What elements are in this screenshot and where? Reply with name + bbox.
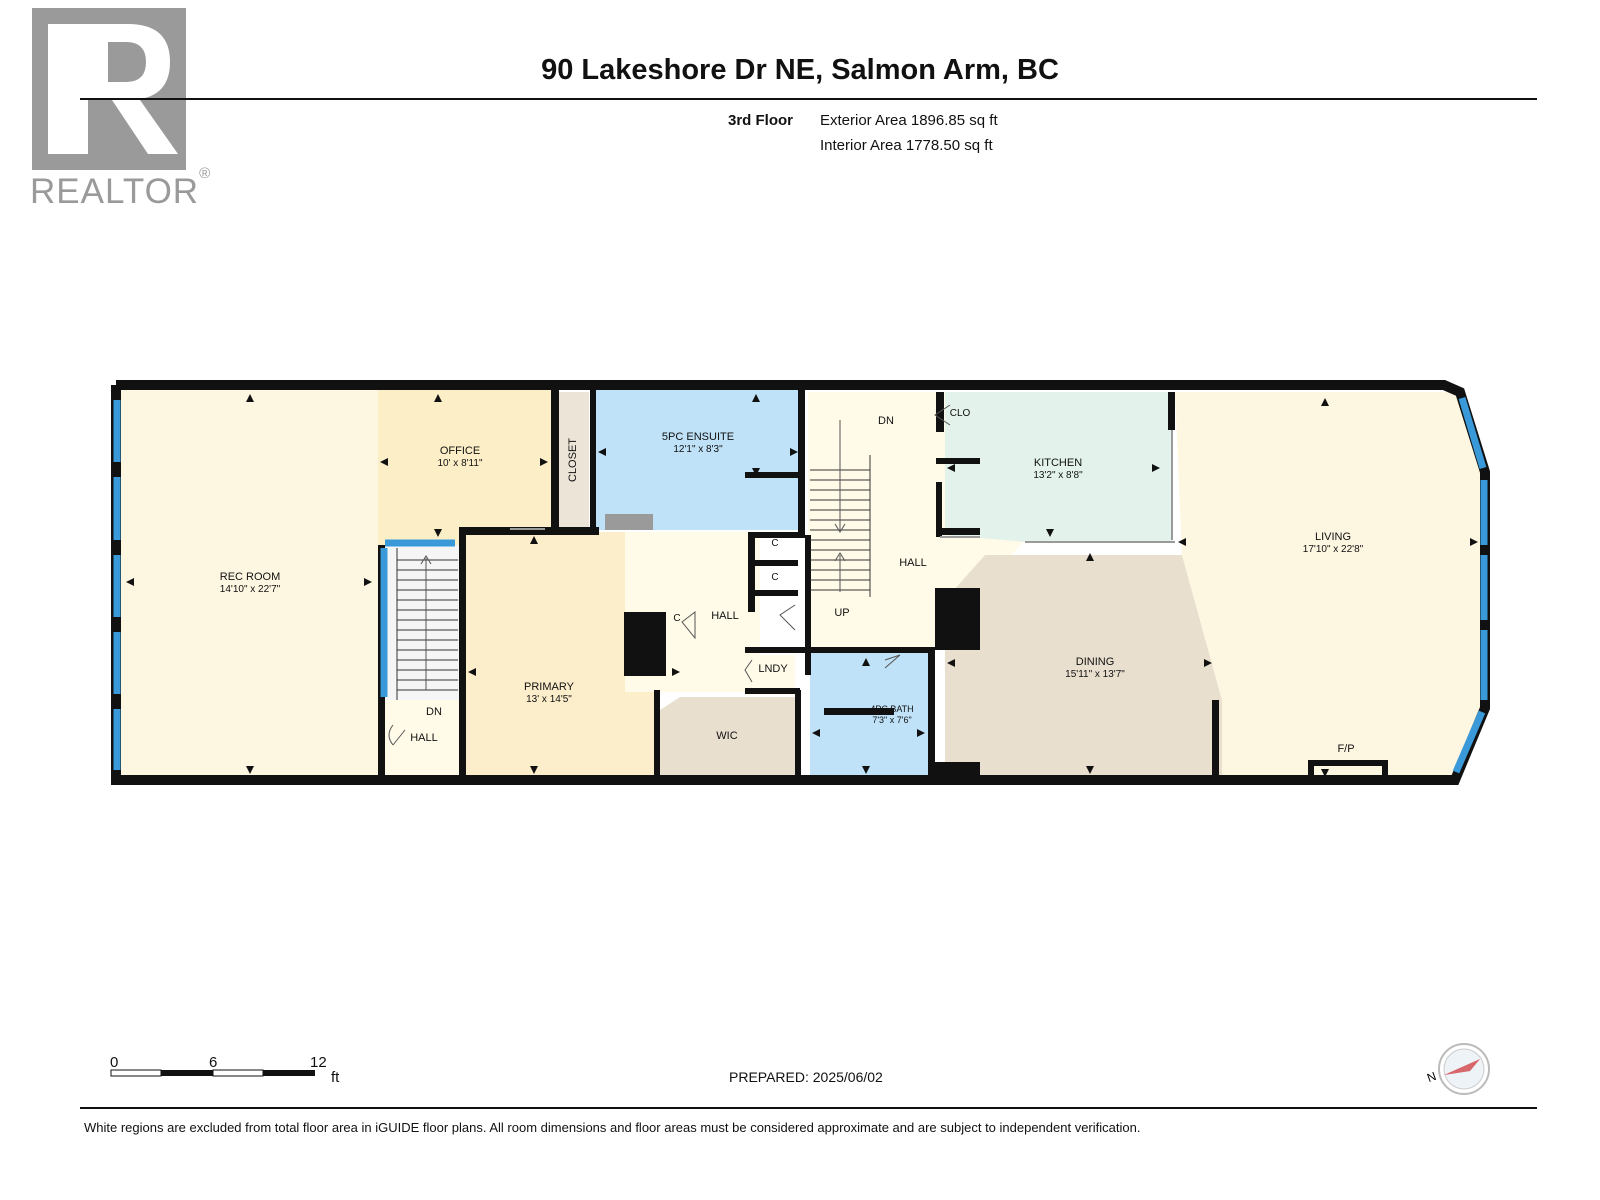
floor-name: 3rd Floor — [728, 112, 794, 129]
exterior-area: Exterior Area 1896.85 sq ft — [820, 112, 998, 129]
wic-area — [660, 697, 795, 780]
closet-c3-name: C — [673, 613, 680, 624]
stair-left-dn: DN — [426, 706, 442, 718]
footer-divider — [80, 1107, 1537, 1109]
stair-left-area — [385, 545, 459, 700]
kitchen-dims: 13'2" x 8'8" — [1033, 470, 1083, 481]
rec-room-name: REC ROOM — [220, 571, 281, 583]
laundry-name: LNDY — [758, 663, 788, 675]
scale-label-6: 6 — [209, 1054, 218, 1071]
hall-upper-name: HALL — [899, 557, 927, 569]
dining-area — [945, 555, 1222, 785]
compass-north-label: N — [1425, 1069, 1438, 1085]
property-address: 90 Lakeshore Dr NE, Salmon Arm, BC — [541, 54, 1059, 86]
scale-label-12: 12 — [310, 1054, 327, 1071]
wic-name: WIC — [716, 730, 737, 742]
hall-center-name: HALL — [711, 610, 739, 622]
office-dims: 10' x 8'11" — [438, 458, 483, 469]
kitchen-area — [945, 392, 1172, 542]
scale-bar — [110, 1069, 315, 1077]
office-name: OFFICE — [440, 445, 480, 457]
living-dims: 17'10" x 22'8" — [1303, 544, 1364, 555]
scale-unit: ft — [331, 1069, 340, 1086]
scale-label-0: 0 — [110, 1054, 119, 1071]
closet-area — [555, 392, 589, 527]
living-name: LIVING — [1315, 531, 1351, 543]
ensuite-area — [595, 390, 801, 530]
fireplace-name: F/P — [1337, 743, 1354, 755]
compass-icon: N — [1425, 1043, 1490, 1095]
clo-name: CLO — [950, 408, 971, 419]
primary-name: PRIMARY — [524, 681, 575, 693]
stair-center-dn: DN — [878, 415, 894, 427]
closet-c1-name: C — [771, 538, 778, 549]
prepared-date: PREPARED: 2025/06/02 — [729, 1069, 883, 1085]
office-area — [378, 385, 554, 545]
rec-room-area — [120, 385, 378, 782]
hall-left-area — [385, 700, 459, 782]
bath-area — [810, 652, 935, 780]
realtor-logo — [32, 8, 186, 170]
closet-c2-name: C — [771, 572, 778, 583]
living-area — [1175, 392, 1482, 785]
interior-area: Interior Area 1778.50 sq ft — [820, 137, 993, 154]
kitchen-name: KITCHEN — [1034, 457, 1082, 469]
hall-left-name: HALL — [410, 732, 438, 744]
closet-name: CLOSET — [567, 438, 579, 482]
dining-name: DINING — [1076, 656, 1115, 668]
primary-dims: 13' x 14'5" — [526, 694, 572, 705]
ensuite-dims: 12'1" x 8'3" — [673, 444, 723, 455]
realtor-wordmark: REALTOR® — [30, 165, 212, 211]
header-divider — [80, 98, 1537, 100]
dining-dims: 15'11" x 13'7" — [1065, 669, 1125, 680]
bath-dims: 7'3" x 7'6" — [872, 715, 911, 725]
windows — [113, 396, 1488, 774]
ensuite-name: 5PC ENSUITE — [662, 431, 734, 443]
stair-center-up: UP — [834, 607, 849, 619]
primary-area — [465, 532, 655, 782]
bath-name: 4PC BATH — [870, 704, 913, 714]
disclaimer: White regions are excluded from total fl… — [84, 1120, 1141, 1135]
rec-room-dims: 14'10" x 22'7" — [220, 584, 281, 595]
